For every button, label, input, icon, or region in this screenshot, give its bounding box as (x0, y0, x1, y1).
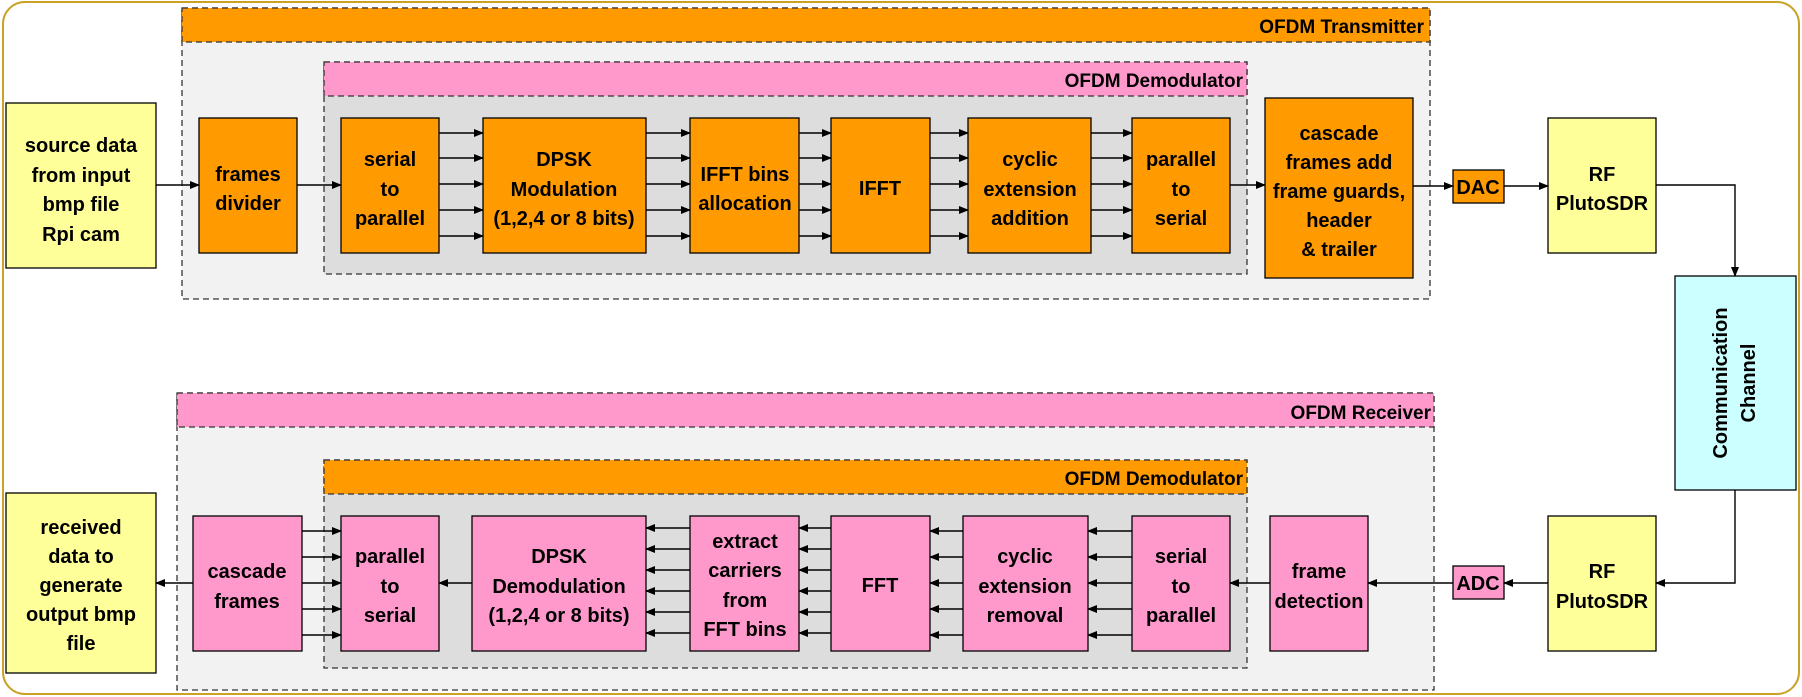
svg-text:DPSK: DPSK (531, 546, 587, 568)
communication-channel-block: Communication Channel (1674, 275, 1797, 491)
svg-text:received: received (40, 517, 121, 539)
transmitter-header-bar (181, 7, 1431, 43)
svg-text:parallel: parallel (1146, 605, 1216, 627)
svg-text:Modulation: Modulation (511, 179, 618, 201)
svg-text:parallel: parallel (355, 208, 425, 230)
svg-text:detection: detection (1275, 591, 1364, 613)
svg-text:cascade: cascade (208, 561, 287, 583)
svg-text:parallel: parallel (355, 546, 425, 568)
svg-text:DAC: DAC (1456, 177, 1499, 199)
svg-text:cyclic: cyclic (997, 546, 1053, 568)
svg-text:divider: divider (215, 193, 281, 215)
svg-text:serial: serial (1155, 208, 1207, 230)
svg-text:Rpi cam: Rpi cam (42, 224, 120, 246)
svg-text:carriers: carriers (708, 560, 781, 582)
svg-text:allocation: allocation (698, 193, 791, 215)
svg-text:extract: extract (712, 531, 778, 553)
rx-inner-title: OFDM Demodulator (1065, 469, 1244, 490)
receiver-title: OFDM Receiver (1291, 403, 1432, 424)
rx-inner-header-bar (323, 459, 1248, 495)
svg-text:data to: data to (48, 546, 114, 568)
svg-text:bmp file: bmp file (43, 194, 120, 216)
svg-text:ADC: ADC (1456, 573, 1499, 595)
dpsk-modulation-block: DPSK Modulation (1,2,4 or 8 bits) (482, 117, 647, 254)
svg-text:serial: serial (364, 605, 416, 627)
tx-serial-to-parallel-block: serial to parallel (340, 117, 440, 254)
svg-text:from: from (723, 590, 767, 612)
svg-text:frame guards,: frame guards, (1273, 181, 1405, 203)
arrow-7 (1655, 490, 1736, 587)
rx-rf-plutosdr-block: RF PlutoSDR (1547, 515, 1657, 652)
svg-text:to: to (381, 179, 400, 201)
svg-text:Channel: Channel (1738, 344, 1760, 423)
svg-text:RF: RF (1589, 164, 1616, 186)
svg-text:cyclic: cyclic (1002, 149, 1058, 171)
svg-text:to: to (381, 576, 400, 598)
svg-text:cascade: cascade (1300, 123, 1379, 145)
svg-text:DPSK: DPSK (536, 149, 592, 171)
rx-parallel-to-serial-block: parallel to serial (340, 515, 440, 652)
cyclic-extension-removal-block: cyclic extension removal (962, 515, 1089, 652)
svg-text:frames: frames (215, 164, 281, 186)
tx-parallel-to-serial-block: parallel to serial (1131, 117, 1231, 254)
source-data-block: source data from input bmp file Rpi cam (5, 102, 157, 269)
svg-text:generate: generate (39, 575, 122, 597)
arrow-6 (1656, 184, 1739, 277)
svg-text:IFFT: IFFT (859, 178, 901, 200)
tx-inner-title: OFDM Demodulator (1065, 71, 1244, 92)
svg-text:extension: extension (978, 576, 1071, 598)
ifft-bins-allocation-block: IFFT bins allocation (689, 117, 800, 254)
dpsk-demodulation-block: DPSK Demodulation (1,2,4 or 8 bits) (471, 515, 647, 652)
fft-block: FFT (830, 515, 931, 652)
svg-text:PlutoSDR: PlutoSDR (1556, 591, 1649, 613)
svg-text:FFT: FFT (862, 575, 899, 597)
adc-block: ADC (1452, 565, 1505, 600)
svg-text:Demodulation: Demodulation (492, 576, 625, 598)
svg-text:removal: removal (987, 605, 1064, 627)
rx-serial-to-parallel-block: serial to parallel (1131, 515, 1231, 652)
svg-text:serial: serial (1155, 546, 1207, 568)
cascade-frames-guards-block: cascade frames add frame guards, header … (1264, 97, 1414, 279)
svg-text:extension: extension (983, 179, 1076, 201)
svg-text:frames: frames (214, 591, 280, 613)
transmitter-title: OFDM Transmitter (1259, 17, 1424, 38)
svg-text:& trailer: & trailer (1301, 239, 1377, 261)
tx-rf-plutosdr-block: RF PlutoSDR (1547, 117, 1657, 254)
svg-text:source data: source data (25, 135, 138, 157)
svg-text:header: header (1306, 210, 1372, 232)
ifft-block: IFFT (830, 117, 931, 254)
svg-text:addition: addition (991, 208, 1069, 230)
frames-divider-block: frames divider (198, 117, 298, 254)
svg-text:file: file (67, 633, 96, 655)
svg-text:FFT bins: FFT bins (703, 619, 786, 641)
signal-arrows (155, 129, 1739, 639)
received-data-block: received data to generate output bmp fil… (5, 492, 157, 674)
cyclic-extension-addition-block: cyclic extension addition (967, 117, 1092, 254)
svg-text:serial: serial (364, 149, 416, 171)
receiver-header-bar (176, 392, 1435, 428)
svg-text:output bmp: output bmp (26, 604, 136, 626)
svg-text:(1,2,4 or 8 bits): (1,2,4 or 8 bits) (488, 605, 629, 627)
svg-text:parallel: parallel (1146, 149, 1216, 171)
cascade-frames-block: cascade frames (192, 515, 303, 652)
svg-text:Communication: Communication (1710, 307, 1732, 458)
svg-text:RF: RF (1589, 561, 1616, 583)
svg-text:to: to (1172, 179, 1191, 201)
tx-inner-header-bar (323, 61, 1248, 97)
frame-detection-block: frame detection (1269, 515, 1369, 652)
svg-text:from input: from input (32, 165, 131, 187)
svg-text:(1,2,4 or 8 bits): (1,2,4 or 8 bits) (493, 208, 634, 230)
extract-carriers-block: extract carriers from FFT bins (689, 515, 800, 652)
svg-text:frame: frame (1292, 561, 1346, 583)
svg-text:PlutoSDR: PlutoSDR (1556, 193, 1649, 215)
svg-text:to: to (1172, 576, 1191, 598)
svg-text:IFFT bins: IFFT bins (701, 164, 790, 186)
svg-text:frames add: frames add (1286, 152, 1393, 174)
dac-block: DAC (1452, 169, 1505, 204)
